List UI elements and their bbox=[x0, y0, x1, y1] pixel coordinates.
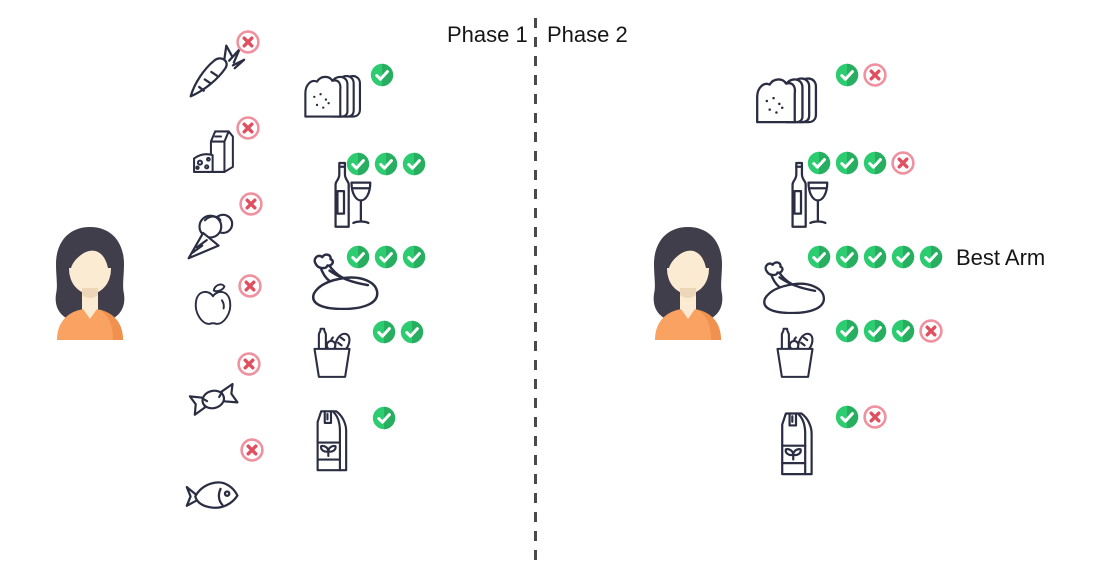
phase1-label: Phase 1 bbox=[447, 22, 528, 47]
chicken-pulls-phase2 bbox=[807, 245, 943, 269]
check-icon bbox=[891, 245, 915, 269]
groceries-pulls-phase1 bbox=[372, 320, 424, 344]
check-icon bbox=[807, 245, 831, 269]
check-icon bbox=[374, 152, 398, 176]
cross-icon bbox=[863, 63, 887, 87]
carrot-result-badges bbox=[236, 30, 260, 54]
check-icon bbox=[807, 151, 831, 175]
check-icon bbox=[863, 245, 887, 269]
check-icon bbox=[346, 245, 370, 269]
candy-result-badges bbox=[237, 352, 261, 376]
ice-cream-result-badges bbox=[239, 192, 263, 216]
check-icon bbox=[835, 319, 859, 343]
cross-icon bbox=[236, 30, 260, 54]
apple-icon bbox=[187, 277, 239, 335]
check-icon bbox=[402, 152, 426, 176]
shopper-avatar-phase1 bbox=[40, 222, 140, 340]
fish-result-badges bbox=[240, 438, 264, 462]
cross-icon bbox=[919, 319, 943, 343]
bread-pulls-phase1 bbox=[370, 63, 394, 87]
ice-cream-icon bbox=[185, 200, 243, 264]
check-icon bbox=[835, 245, 859, 269]
check-icon bbox=[835, 405, 859, 429]
cross-icon bbox=[236, 116, 260, 140]
package-icon-phase2 bbox=[773, 408, 819, 476]
wine-pulls-phase1 bbox=[346, 152, 426, 176]
wine-pulls-phase2 bbox=[807, 151, 915, 175]
package-pulls-phase2 bbox=[835, 405, 887, 429]
cross-icon bbox=[240, 438, 264, 462]
candy-icon bbox=[183, 366, 243, 424]
groceries-icon-phase2 bbox=[767, 322, 823, 388]
best-arm-label: Best Arm bbox=[956, 245, 1046, 270]
check-icon bbox=[372, 320, 396, 344]
cross-icon bbox=[891, 151, 915, 175]
groceries-icon-phase1 bbox=[304, 322, 360, 388]
check-icon bbox=[891, 319, 915, 343]
check-icon bbox=[402, 245, 426, 269]
check-icon bbox=[374, 245, 398, 269]
check-icon bbox=[346, 152, 370, 176]
apple-result-badges bbox=[238, 274, 262, 298]
check-icon bbox=[835, 151, 859, 175]
chicken-pulls-phase1 bbox=[346, 245, 426, 269]
dairy-icon bbox=[189, 120, 243, 180]
phase2-label: Phase 2 bbox=[547, 22, 628, 47]
check-icon bbox=[370, 63, 394, 87]
fish-icon bbox=[182, 458, 246, 518]
check-icon bbox=[863, 319, 887, 343]
groceries-pulls-phase2 bbox=[835, 319, 943, 343]
cross-icon bbox=[863, 405, 887, 429]
cross-icon bbox=[237, 352, 261, 376]
check-icon bbox=[372, 406, 396, 430]
check-icon bbox=[400, 320, 424, 344]
shopper-avatar-phase2 bbox=[638, 222, 738, 340]
bread-pulls-phase2 bbox=[835, 63, 887, 87]
dairy-result-badges bbox=[236, 116, 260, 140]
package-pulls-phase1 bbox=[372, 406, 396, 430]
bread-icon-phase1 bbox=[300, 71, 368, 121]
check-icon bbox=[835, 63, 859, 87]
package-icon-phase1 bbox=[308, 406, 354, 472]
cross-icon bbox=[239, 192, 263, 216]
check-icon bbox=[919, 245, 943, 269]
phase-divider-line bbox=[534, 18, 537, 566]
bread-icon-phase2 bbox=[751, 74, 825, 126]
cross-icon bbox=[238, 274, 262, 298]
check-icon bbox=[863, 151, 887, 175]
